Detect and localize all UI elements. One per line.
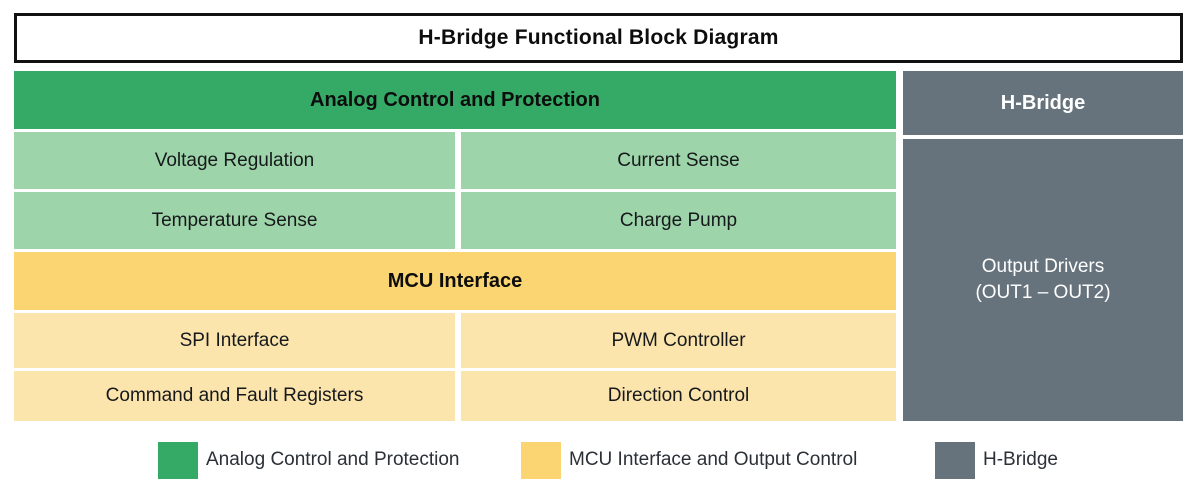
legend-item-h-bridge: H-Bridge <box>935 437 1058 483</box>
block-label: Current Sense <box>617 149 740 171</box>
block-direction-control: Direction Control <box>461 371 896 421</box>
right-column: H-Bridge Output Drivers (OUT1 – OUT2) <box>903 71 1183 421</box>
legend-label: MCU Interface and Output Control <box>569 449 858 470</box>
block-spi-interface: SPI Interface <box>14 313 455 368</box>
legend-swatch-yellow <box>521 441 561 479</box>
block-label: Command and Fault Registers <box>105 385 364 406</box>
output-drivers-line-1: Output Drivers <box>981 256 1105 278</box>
block-command-and-fault-registers: Command and Fault Registers <box>14 371 455 421</box>
block-voltage-regulation: Voltage Regulation <box>14 132 455 189</box>
block-label: Charge Pump <box>619 209 738 231</box>
analog-control-and-protection-header: Analog Control and Protection <box>14 71 896 129</box>
block-current-sense: Current Sense <box>461 132 896 189</box>
page-title: H-Bridge Functional Block Diagram <box>418 26 779 49</box>
block-pwm-controller: PWM Controller <box>461 313 896 368</box>
output-drivers-line-2: (OUT1 – OUT2) <box>975 282 1111 303</box>
legend-label: Analog Control and Protection <box>206 449 460 470</box>
legend-swatch-green <box>158 441 198 479</box>
h-bridge-header: H-Bridge <box>903 71 1183 135</box>
mcu-interface-header: MCU Interface <box>14 252 896 310</box>
block-output-drivers: Output Drivers (OUT1 – OUT2) <box>903 139 1183 421</box>
block-label: Direction Control <box>607 385 750 406</box>
block-temperature-sense: Temperature Sense <box>14 192 455 249</box>
analog-header-label: Analog Control and Protection <box>310 88 600 111</box>
mcu-header-label: MCU Interface <box>387 269 523 292</box>
block-charge-pump: Charge Pump <box>461 192 896 249</box>
block-label: SPI Interface <box>179 329 290 351</box>
block-label: Temperature Sense <box>151 209 318 231</box>
legend-item-mcu-interface-and-output-control: MCU Interface and Output Control <box>521 437 857 483</box>
left-column: Analog Control and Protection Voltage Re… <box>14 71 896 421</box>
legend: Analog Control and Protection MCU Interf… <box>0 437 1200 487</box>
diagram-title-box: H-Bridge Functional Block Diagram <box>14 13 1183 63</box>
output-drivers-text: Output Drivers (OUT1 – OUT2) <box>975 254 1110 305</box>
h-bridge-header-label: H-Bridge <box>1000 91 1086 114</box>
legend-item-analog-control-and-protection: Analog Control and Protection <box>158 437 460 483</box>
legend-swatch-gray <box>935 441 975 479</box>
block-label: Voltage Regulation <box>154 149 315 171</box>
legend-label: H-Bridge <box>983 449 1058 470</box>
block-label: PWM Controller <box>611 329 746 351</box>
